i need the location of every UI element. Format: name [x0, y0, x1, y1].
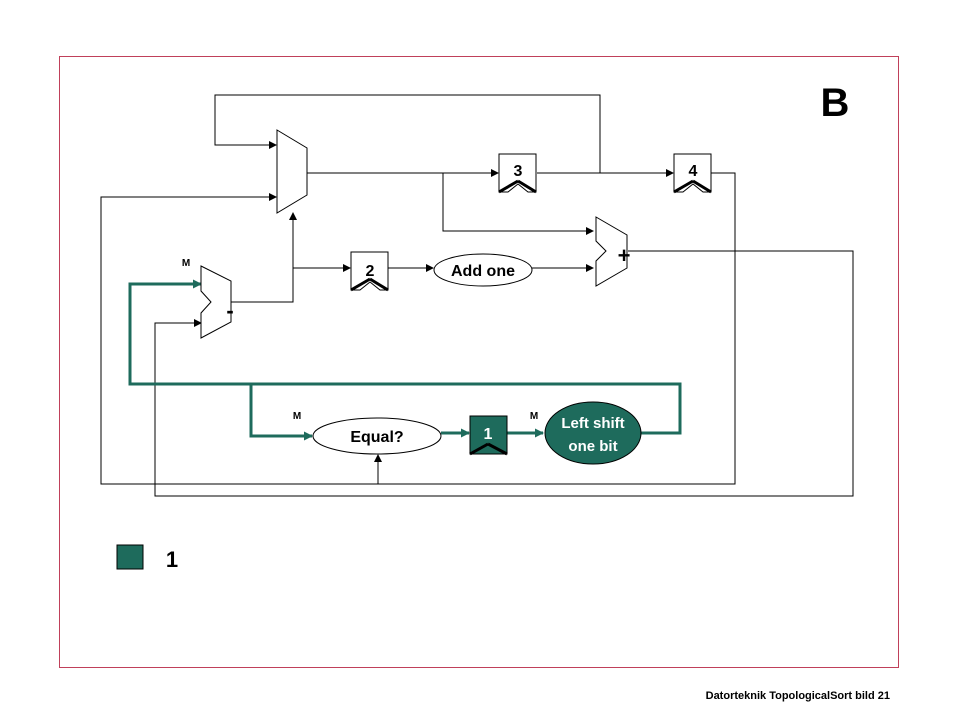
register-3: 3 [498, 153, 537, 194]
legend-swatch [116, 544, 144, 570]
register-2: 2 [350, 251, 389, 292]
register-1: 1 [469, 415, 508, 456]
legend-value: 1 [166, 547, 178, 572]
subtractor-sign: - [226, 298, 233, 323]
top-multiplexer [276, 129, 308, 214]
register-3-label: 3 [514, 163, 523, 180]
m-label-subtractor: M [182, 258, 190, 269]
add-one-label: Add one [451, 263, 515, 280]
slide-footer: Datorteknik TopologicalSort bild 21 [705, 690, 890, 702]
black-wires [100, 94, 854, 497]
left-shift-line2: one bit [568, 438, 617, 455]
adder: + [595, 216, 631, 287]
register-1-label: 1 [484, 426, 493, 443]
equal-unit: Equal? [312, 417, 442, 455]
left-shift-line1: Left shift [561, 415, 624, 432]
equal-label: Equal? [350, 429, 403, 446]
highlighted-wires [128, 279, 682, 441]
m-label-equal: M [293, 411, 301, 422]
m-label-shift: M [530, 411, 538, 422]
register-2-label: 2 [366, 263, 375, 280]
slide-frame [59, 56, 899, 668]
left-shift-unit: Left shift one bit [544, 401, 642, 465]
adder-sign: + [618, 243, 631, 268]
subtractor: - [200, 265, 234, 339]
slide-title: B [821, 81, 850, 125]
register-4-label: 4 [689, 163, 698, 180]
add-one-unit: Add one [433, 253, 533, 287]
register-4: 4 [673, 153, 712, 194]
